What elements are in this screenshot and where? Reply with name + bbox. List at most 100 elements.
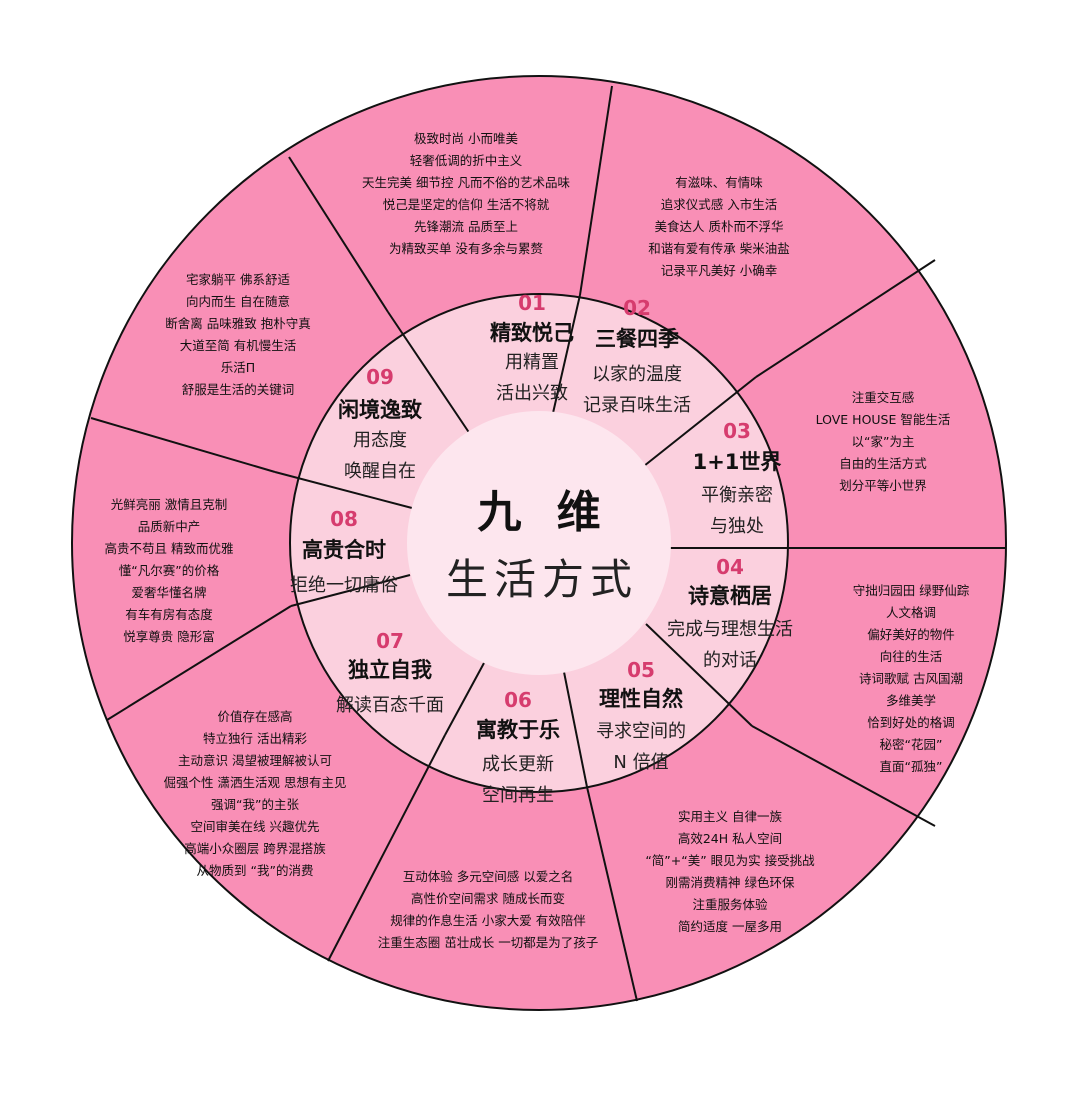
- segment-description-line: 强调“我”的主张: [211, 797, 299, 812]
- divider-line: [586, 786, 638, 1002]
- segment-description-line: 直面“孤独”: [880, 759, 943, 774]
- segment-number: 08: [330, 507, 358, 531]
- segment-title: 高贵合时: [302, 538, 386, 562]
- center-title: 九 维: [477, 487, 610, 538]
- segment-description-line: 悦己是坚定的信仰 生活不将就: [383, 197, 550, 212]
- divider-line: [288, 156, 389, 313]
- divider-line: [563, 671, 588, 788]
- segment-description-line: 多维美学: [886, 693, 936, 708]
- segment-description-line: 为精致买单 没有多余与累赘: [389, 241, 543, 256]
- segment-subtitle: N 倍值: [613, 752, 668, 773]
- segment-number: 07: [376, 629, 404, 653]
- segment-description-line: 品质新中产: [138, 519, 201, 534]
- segment-number: 01: [518, 291, 546, 315]
- segment-description-line: 实用主义 自律一族: [678, 809, 782, 824]
- segment-description-line: 宅家躺平 佛系舒适: [186, 272, 290, 287]
- divider-line: [274, 471, 413, 509]
- segment-description-line: 互动体验 多元空间感 以爱之名: [403, 869, 573, 884]
- segment-description-line: 守拙归园田 绿野仙踪: [853, 583, 970, 598]
- segment-description-line: 空间审美在线 兴趣优先: [191, 819, 320, 834]
- segment-description-line: 恰到好处的格调: [867, 715, 955, 730]
- segment-description-line: 向往的生活: [880, 649, 943, 664]
- divider-line: [106, 605, 292, 721]
- segment-description-line: 注重生态圈 茁壮成长 一切都是为了孩子: [378, 935, 598, 950]
- segment-description-line: 从物质到 “我”的消费: [197, 863, 314, 878]
- segment-subtitle: 记录百味生活: [583, 395, 691, 416]
- segment-description-line: 主动意识 渴望被理解被认可: [178, 753, 332, 768]
- segment-number: 06: [504, 688, 532, 712]
- segment-description-line: 偏好美好的物件: [867, 627, 955, 642]
- segment-description-line: 光鲜亮丽 激情且克制: [111, 497, 227, 512]
- segment-title: 寓教于乐: [476, 718, 560, 742]
- segment-subtitle: 完成与理想生活: [667, 619, 793, 640]
- segment-description-line: 追求仪式感 入市生活: [661, 197, 777, 212]
- segment-title: 独立自我: [348, 658, 432, 682]
- segment-description-line: 秘密“花园”: [880, 737, 943, 752]
- segment-description-line: 极致时尚 小而唯美: [414, 131, 518, 146]
- segment-subtitle: 唤醒自在: [344, 461, 416, 482]
- segment-description-line: 人文格调: [886, 605, 936, 620]
- segment-description-line: 和谐有爱有传承 柴米油盐: [648, 241, 789, 256]
- segment-title: 三餐四季: [595, 327, 679, 351]
- segment-description-line: 划分平等小世界: [839, 478, 927, 493]
- segment-number: 04: [716, 555, 744, 579]
- segment-title: 精致悦己: [490, 321, 574, 345]
- segment-subtitle: 与独处: [710, 516, 764, 537]
- segment-description-line: 特立独行 活出精彩: [203, 731, 307, 746]
- segment-number: 03: [723, 419, 751, 443]
- segment-description-line: 倔强个性 潇洒生活观 思想有主见: [164, 775, 347, 790]
- segment-subtitle: 用态度: [353, 430, 407, 451]
- segment-description-line: 以“家”为主: [852, 434, 915, 449]
- divider-line: [552, 294, 581, 414]
- segment-title: 诗意栖居: [688, 584, 772, 608]
- segment-description-line: 懂“凡尔赛”的价格: [119, 563, 220, 578]
- segment-number: 02: [623, 296, 651, 320]
- segment-description-line: 天生完美 细节控 凡而不俗的艺术品味: [362, 175, 570, 190]
- divider-line: [387, 311, 471, 435]
- segment-description-line: 高贵不苟且 精致而优雅: [105, 541, 234, 556]
- segment-description-line: 断舍离 品味雅致 抱朴守真: [165, 316, 310, 331]
- segment-description-line: 高性价空间需求 随成长而变: [411, 891, 565, 906]
- segment-subtitle: 解读百态千面: [336, 695, 444, 716]
- segment-description-line: 舒服是生活的关键词: [182, 382, 295, 397]
- segment-subtitle: 寻求空间的: [596, 721, 686, 742]
- divider-line: [90, 417, 276, 473]
- divider-line: [327, 734, 446, 962]
- segment-description-line: LOVE HOUSE 智能生活: [816, 412, 951, 427]
- segment-description-line: 乐活Π: [221, 360, 255, 375]
- segment-description-line: 高端小众圈层 跨界混搭族: [184, 841, 326, 856]
- segment-subtitle: 平衡亲密: [701, 485, 773, 506]
- segment-description-line: 刚需消费精神 绿色环保: [666, 875, 795, 890]
- segment-subtitle: 的对话: [703, 650, 757, 671]
- divider-line: [290, 574, 411, 607]
- segment-description-line: “简”+“美” 眼见为实 接受挑战: [645, 853, 815, 868]
- segment-title: 理性自然: [599, 687, 683, 711]
- segment-description-line: 向内而生 自在随意: [186, 294, 290, 309]
- segment-description-line: 有滋味、有情味: [675, 175, 763, 190]
- segment-subtitle: 空间再生: [482, 785, 554, 806]
- segment-description-line: 注重交互感: [852, 390, 915, 405]
- segment-description-line: 自由的生活方式: [839, 456, 927, 471]
- segment-description-line: 美食达人 质朴而不浮华: [655, 219, 784, 234]
- segment-description-line: 诗词歌赋 古风国潮: [859, 671, 963, 686]
- segment-description-line: 注重服务体验: [692, 897, 768, 912]
- divider-line: [751, 725, 936, 827]
- segment-title: 闲境逸致: [338, 398, 423, 422]
- segment-subtitle: 拒绝一切庸俗: [290, 575, 398, 596]
- segment-subtitle: 活出兴致: [496, 383, 568, 404]
- segment-subtitle: 用精置: [505, 352, 559, 373]
- segment-subtitle: 以家的温度: [592, 364, 682, 385]
- segment-description-line: 记录平凡美好 小确幸: [661, 263, 777, 278]
- segment-description-line: 价值存在感高: [217, 709, 292, 724]
- segment-number: 09: [366, 365, 394, 389]
- center-subtitle: 生活方式: [446, 555, 638, 604]
